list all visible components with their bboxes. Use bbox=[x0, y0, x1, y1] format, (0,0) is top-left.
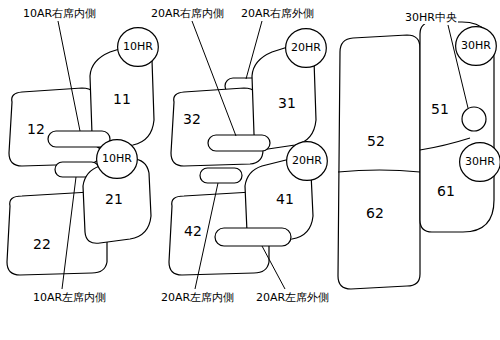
headrest-circle: 10HR bbox=[117, 27, 159, 67]
seat-part: 52 bbox=[363, 130, 389, 153]
leader-lines bbox=[58, 21, 468, 289]
part-number: 31 bbox=[278, 96, 296, 111]
headrest-circle: 30HR bbox=[459, 142, 500, 182]
part-number: 42 bbox=[184, 224, 202, 239]
seat-part: 42 bbox=[180, 220, 206, 243]
part-number: 41 bbox=[276, 192, 294, 207]
headrest-ellipse bbox=[456, 27, 497, 66]
headrest-code: 30HR bbox=[465, 156, 495, 168]
leader-line bbox=[246, 21, 262, 79]
callout-label: 30HR中央 bbox=[404, 11, 458, 24]
part-number: 62 bbox=[366, 206, 384, 221]
headrest-code: 10HR bbox=[123, 41, 153, 53]
headrest-ellipse bbox=[118, 28, 159, 67]
seat-part: 51 bbox=[427, 98, 453, 121]
headrest-circle: 30HR bbox=[455, 26, 497, 66]
headrest-ellipse bbox=[97, 140, 138, 179]
headrest-circle bbox=[462, 107, 486, 131]
part-number: 51 bbox=[431, 102, 449, 117]
part-number: 22 bbox=[33, 237, 51, 252]
headrest-code: 10HR bbox=[102, 153, 132, 165]
part-number: 21 bbox=[105, 192, 123, 207]
callout-label: 10AR右席内側 bbox=[22, 7, 97, 20]
leader-line bbox=[58, 21, 80, 131]
headrest-circle: 10HR bbox=[96, 139, 138, 179]
seat-part: 11 bbox=[109, 88, 135, 111]
leader-line bbox=[262, 246, 285, 289]
seat-part: 22 bbox=[29, 233, 55, 256]
part-number: 32 bbox=[183, 112, 201, 127]
seat-cushion bbox=[171, 88, 263, 166]
seat-part: 62 bbox=[362, 202, 388, 225]
part-number: 61 bbox=[437, 184, 455, 199]
callout-label: 20AR右席内側 bbox=[150, 7, 225, 20]
part-number: 11 bbox=[113, 92, 131, 107]
part-number: 52 bbox=[367, 134, 385, 149]
seat-part: 32 bbox=[179, 108, 205, 131]
armrest bbox=[215, 228, 291, 246]
headrest-circle: 20HR bbox=[285, 28, 327, 68]
callout-label: 20AR左席外側 bbox=[255, 291, 330, 304]
seat-outline bbox=[7, 45, 154, 275]
seat-part: 31 bbox=[274, 92, 300, 115]
headrest-ellipse bbox=[286, 29, 327, 68]
armrest bbox=[48, 131, 110, 147]
headrest-code: 20HR bbox=[292, 155, 322, 167]
seat-part: 41 bbox=[272, 188, 298, 211]
seat-divider bbox=[420, 138, 470, 150]
headrest-ellipse bbox=[460, 143, 500, 182]
armrest bbox=[200, 168, 242, 183]
part-number: 12 bbox=[27, 122, 45, 137]
seat-divider bbox=[338, 170, 420, 172]
leader-line bbox=[62, 177, 76, 289]
headrest-code: 30HR bbox=[461, 40, 491, 52]
seat-part: 12 bbox=[23, 118, 49, 141]
headrest-ellipse bbox=[287, 142, 328, 181]
bench-cushion bbox=[338, 35, 420, 289]
seat-cushion bbox=[9, 88, 101, 166]
headrest-circle: 20HR bbox=[286, 141, 328, 181]
callout-label: 20AR左席内側 bbox=[160, 291, 235, 304]
seat-part: 21 bbox=[101, 188, 127, 211]
headrest-code: 20HR bbox=[291, 42, 321, 54]
seat-part: 61 bbox=[433, 180, 459, 203]
callout-label: 10AR左席内側 bbox=[32, 291, 107, 304]
callout-label: 20AR右席外側 bbox=[240, 7, 315, 20]
armrest bbox=[208, 135, 270, 151]
